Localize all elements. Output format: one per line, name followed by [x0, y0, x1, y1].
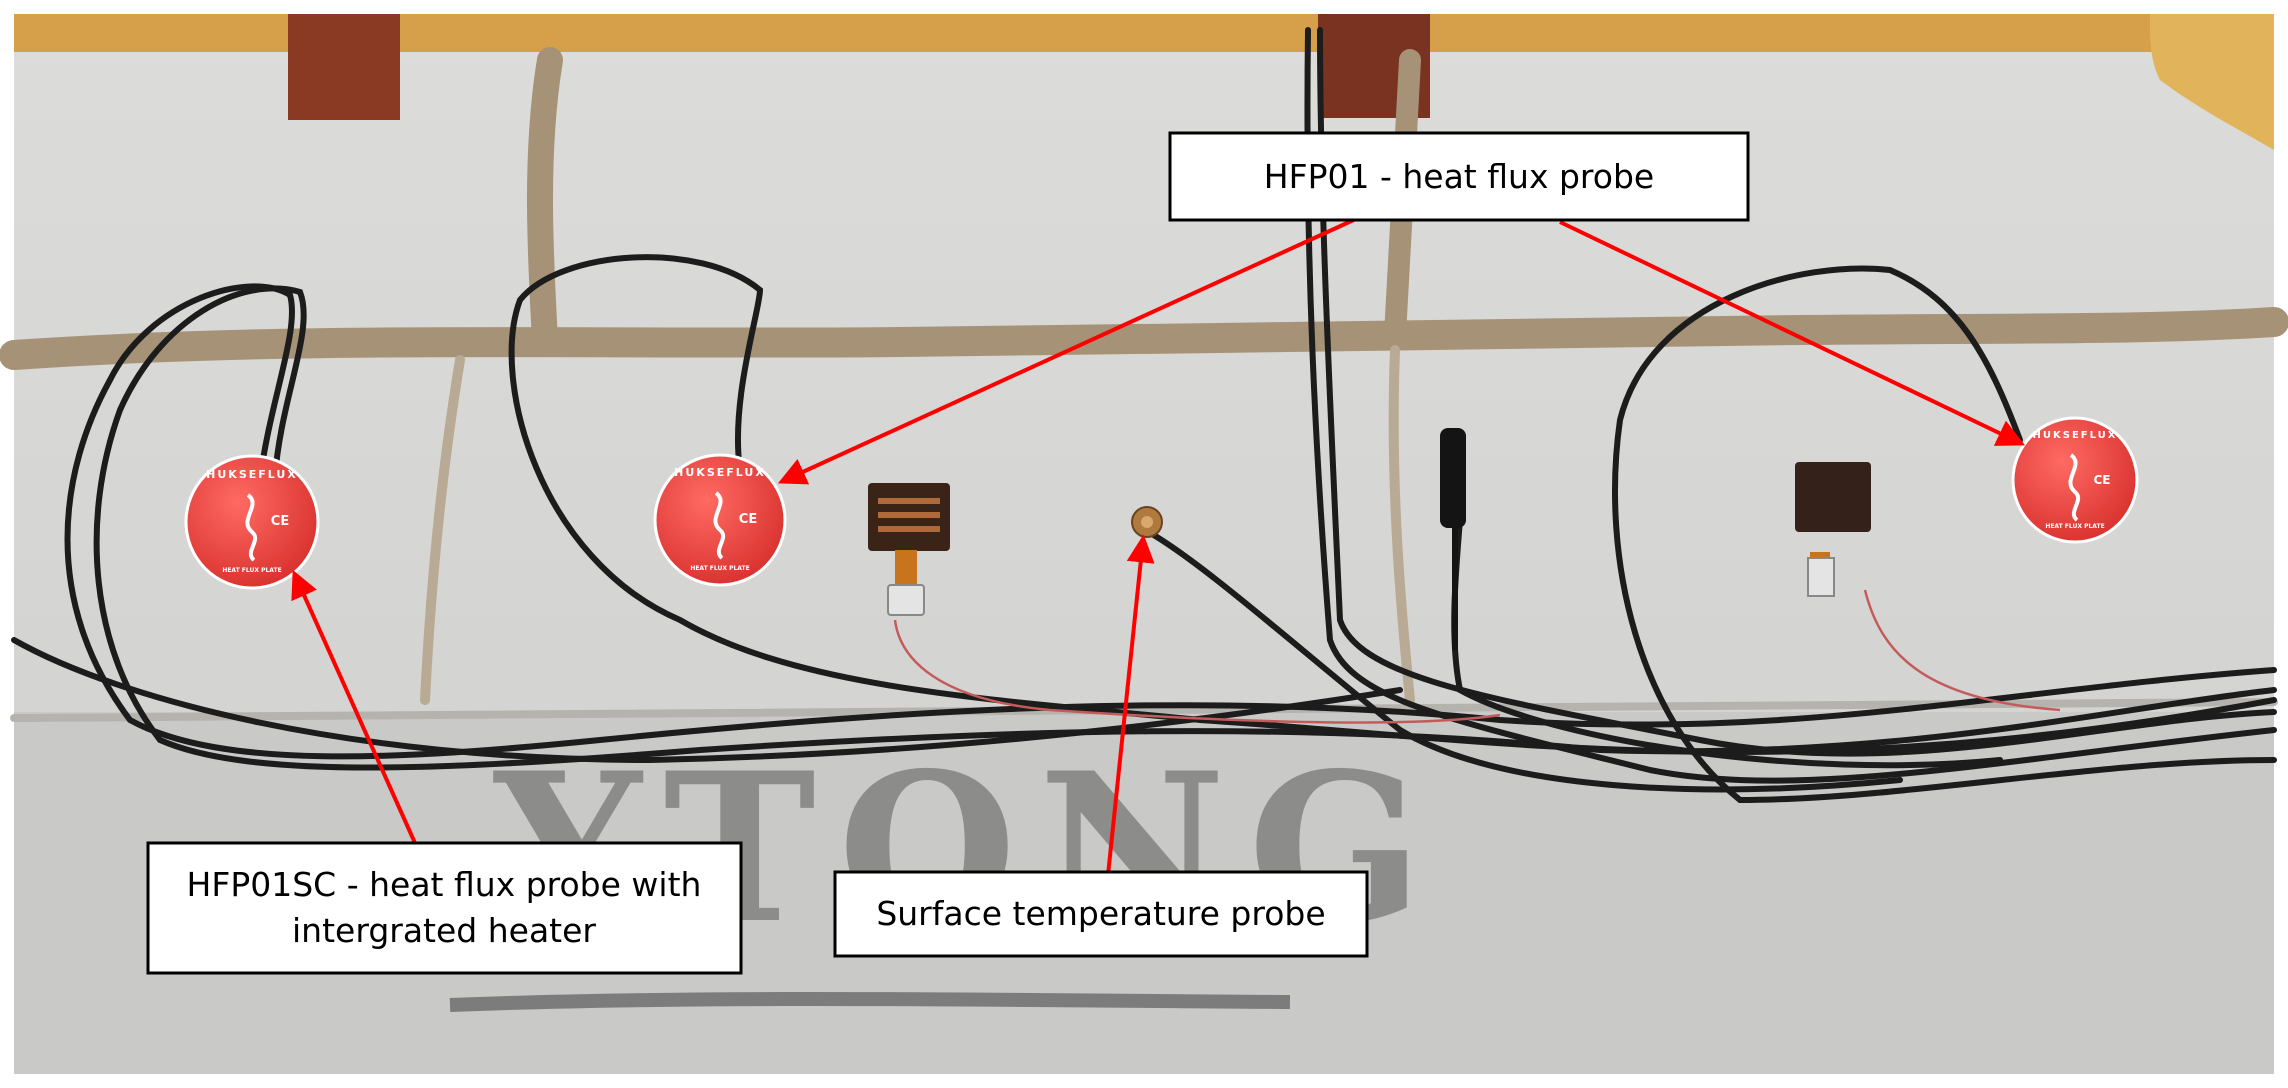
svg-text:HUKSEFLUX: HUKSEFLUX	[206, 468, 298, 481]
surface-temperature-sensor	[1131, 506, 1163, 538]
svg-text:HEAT FLUX PLATE: HEAT FLUX PLATE	[222, 567, 281, 574]
callout-hfp01sc-line1: HFP01SC - heat flux probe with	[187, 865, 702, 904]
callout-surface-temp: Surface temperature probe	[833, 870, 1369, 958]
svg-text:HUKSEFLUX: HUKSEFLUX	[2033, 430, 2118, 441]
arrow-hfp01-right	[1559, 220, 2026, 446]
svg-text:CE: CE	[2093, 473, 2110, 487]
svg-text:HEAT FLUX PLATE: HEAT FLUX PLATE	[690, 565, 749, 572]
mortar-joints	[0, 47, 2288, 722]
callout-hfp01sc: HFP01SC - heat flux probe with intergrat…	[146, 841, 743, 975]
callout-hfp01: HFP01 - heat flux probe	[1168, 131, 1750, 222]
callout-hfp01-text: HFP01 - heat flux probe	[1264, 157, 1654, 196]
svg-text:HUKSEFLUX: HUKSEFLUX	[674, 466, 766, 479]
arrow-hfp01-middle	[777, 216, 1359, 485]
sensor-cables	[11, 27, 2277, 804]
film-sensor-right	[1795, 462, 1871, 597]
hfp01-sensor-middle: HUKSEFLUX CE HEAT FLUX PLATE	[653, 453, 787, 587]
callout-arrows	[291, 216, 2026, 876]
hfp01-sensor-right: HUKSEFLUX CE HEAT FLUX PLATE	[2011, 416, 2139, 544]
air-temperature-probe	[1440, 428, 1466, 650]
svg-text:HEAT FLUX PLATE: HEAT FLUX PLATE	[2045, 523, 2104, 530]
callout-surface-temp-text: Surface temperature probe	[876, 894, 1325, 933]
svg-text:CE: CE	[739, 512, 757, 527]
callout-hfp01sc-line2: intergrated heater	[292, 911, 596, 950]
arrow-hfp01sc	[291, 569, 417, 844]
cable-thin-wires	[893, 589, 2061, 724]
arrow-surface-temp	[1106, 534, 1155, 876]
film-sensor-middle	[868, 483, 950, 616]
hfp01sc-sensor-left: HUKSEFLUX CE HEAT FLUX PLATE	[184, 454, 320, 590]
svg-text:CE: CE	[271, 514, 289, 529]
